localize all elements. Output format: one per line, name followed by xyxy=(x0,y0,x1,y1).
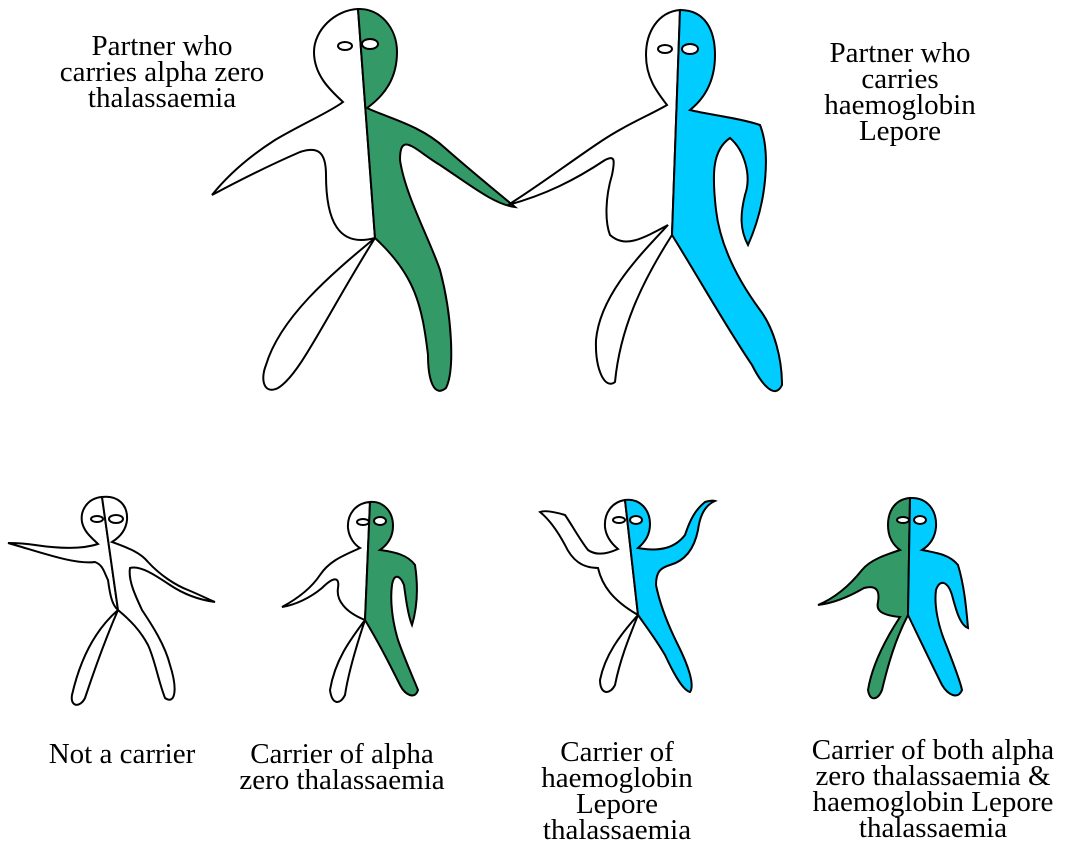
figure-left-half xyxy=(508,10,680,384)
eye-right xyxy=(362,39,378,49)
eye-left xyxy=(338,42,352,50)
eye-left xyxy=(897,517,909,523)
figure-right-half xyxy=(102,497,215,700)
eye-right xyxy=(630,516,642,524)
eye-left xyxy=(613,517,625,523)
figure-right-half[interactable] xyxy=(672,10,782,391)
figure-right-half[interactable] xyxy=(908,498,968,696)
caption-child-not-carrier: Not a carrier xyxy=(22,741,222,767)
figure-left-half[interactable] xyxy=(818,498,910,698)
child-figure-not-carrier xyxy=(8,497,215,705)
caption-child-both: Carrier of both alpha zero thalassaemia … xyxy=(788,737,1077,841)
caption-parent-alpha-zero: Partner who carries alpha zero thalassae… xyxy=(52,33,272,111)
caption-parent-lepore: Partner who carries haemoglobin Lepore xyxy=(790,40,1010,144)
figure-right-half[interactable] xyxy=(625,500,715,692)
figure-left-half xyxy=(282,502,370,702)
figure-left-half xyxy=(540,500,638,692)
parent-figure-lepore xyxy=(508,10,782,391)
caption-child-lepore: Carrier of haemoglobin Lepore thalassaem… xyxy=(517,739,717,843)
eye-left xyxy=(357,519,369,525)
child-figure-alpha-zero xyxy=(282,502,418,702)
figure-right-half[interactable] xyxy=(365,502,418,696)
eye-left xyxy=(91,516,103,522)
eye-right xyxy=(914,516,926,524)
eye-right xyxy=(682,44,698,54)
eye-right xyxy=(374,517,386,525)
eye-left xyxy=(658,45,672,53)
caption-child-alpha-zero: Carrier of alpha zero thalassaemia xyxy=(212,741,472,793)
child-figure-both xyxy=(818,498,968,698)
figure-right-half[interactable] xyxy=(358,9,515,391)
figure-left-half xyxy=(8,497,118,705)
eye-right xyxy=(109,515,123,523)
child-figure-lepore xyxy=(540,500,715,692)
